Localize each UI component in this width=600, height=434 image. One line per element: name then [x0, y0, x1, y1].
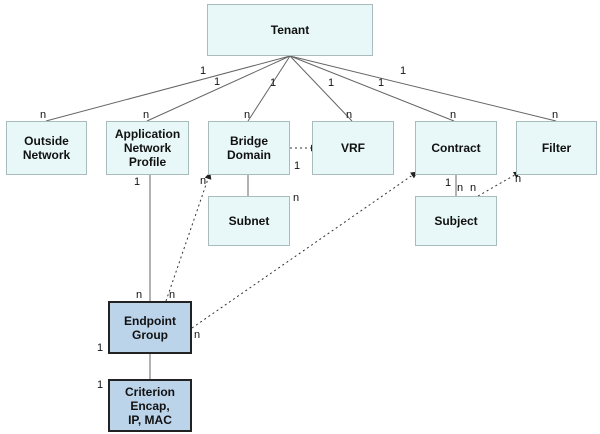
bridge-domain-node: Bridge Domain	[208, 121, 290, 175]
subnet-label: Subnet	[228, 214, 270, 228]
cardinality-bd-subnet-n: n	[293, 192, 300, 204]
cardinality-subject-n-left: n	[457, 182, 464, 194]
outside-network-label-line1: Outside	[24, 134, 69, 148]
app-profile-label-line2: Network	[123, 141, 172, 155]
endpoint-group-to-contract-arrow	[191, 171, 418, 329]
subject-to-filter-arrow	[477, 171, 521, 197]
cardinality-tenant-outside-1: 1	[200, 65, 207, 77]
endpoint-group-node: Endpoint Group	[108, 301, 192, 354]
criterion-label-line3: IP, MAC	[128, 412, 172, 427]
subject-node: Subject	[415, 196, 497, 246]
filter-label: Filter	[541, 141, 572, 155]
cardinality-contract-subject-1: 1	[445, 177, 452, 189]
endpoint-group-to-bridge-domain-arrow	[165, 172, 212, 302]
cardinality-tenant-bd-1: 1	[270, 77, 277, 89]
cardinality-epg-criterion-1: 1	[97, 342, 104, 354]
endpoint-group-label-line1: Endpoint	[124, 313, 176, 328]
cardinality-contract-n: n	[450, 109, 457, 121]
subnet-node: Subnet	[208, 196, 290, 246]
cardinality-tenant-app-1: 1	[214, 76, 221, 88]
tenant-node: Tenant	[207, 4, 373, 56]
cardinality-app-n: n	[143, 109, 150, 121]
cardinality-epg-contract-n: n	[194, 329, 201, 341]
vrf-node: VRF	[312, 121, 394, 175]
tenant-to-outside-network-line	[45, 55, 291, 122]
tenant-to-filter-line	[289, 55, 557, 122]
cardinality-criterion-epg-1: 1	[97, 379, 104, 391]
tenant-to-vrf-line	[289, 55, 353, 122]
cardinality-tenant-contract-1: 1	[378, 77, 385, 89]
bridge-domain-label-line1: Bridge	[229, 134, 268, 148]
cardinality-outside-n: n	[40, 109, 47, 121]
endpoint-group-label-line2: Group	[132, 327, 168, 342]
bridge-domain-label-line2: Domain	[226, 148, 271, 162]
criterion-node: Criterion Encap, IP, MAC	[108, 379, 192, 432]
contract-node: Contract	[415, 121, 497, 175]
app-profile-label-line1: Application	[114, 127, 181, 141]
vrf-label: VRF	[341, 141, 365, 155]
outside-network-node: Outside Network	[6, 121, 87, 175]
contract-label: Contract	[431, 141, 481, 155]
cardinality-subject-n-right: n	[470, 182, 477, 194]
cardinality-vrf-n: n	[346, 109, 353, 121]
criterion-label-line2: Encap,	[130, 398, 170, 413]
subject-label: Subject	[434, 214, 478, 228]
cardinality-filter-n: n	[552, 109, 559, 121]
app-profile-label-line3: Profile	[128, 155, 167, 169]
cardinality-tenant-vrf-1: 1	[328, 77, 335, 89]
cardinality-bd-n: n	[244, 109, 251, 121]
application-network-profile-node: Application Network Profile	[106, 121, 189, 175]
tenant-to-app-profile-line	[146, 55, 291, 122]
cardinality-app-epg-1: 1	[134, 176, 141, 188]
cardinality-epg-bd-n: n	[169, 289, 176, 301]
cardinality-bd-vrf-1: 1	[294, 160, 301, 172]
tenant-label: Tenant	[270, 23, 310, 37]
cardinality-epg-app-n: n	[136, 289, 143, 301]
cardinality-filter-subject-n: n	[515, 173, 522, 185]
outside-network-label-line2: Network	[22, 148, 71, 162]
criterion-label-line1: Criterion	[124, 384, 175, 399]
tenant-to-bridge-domain-line	[247, 55, 291, 122]
filter-node: Filter	[516, 121, 597, 175]
cardinality-tenant-filter-1: 1	[400, 65, 407, 77]
tenant-to-contract-line	[289, 55, 455, 122]
cardinality-bd-from-epg-n: n	[200, 175, 207, 187]
